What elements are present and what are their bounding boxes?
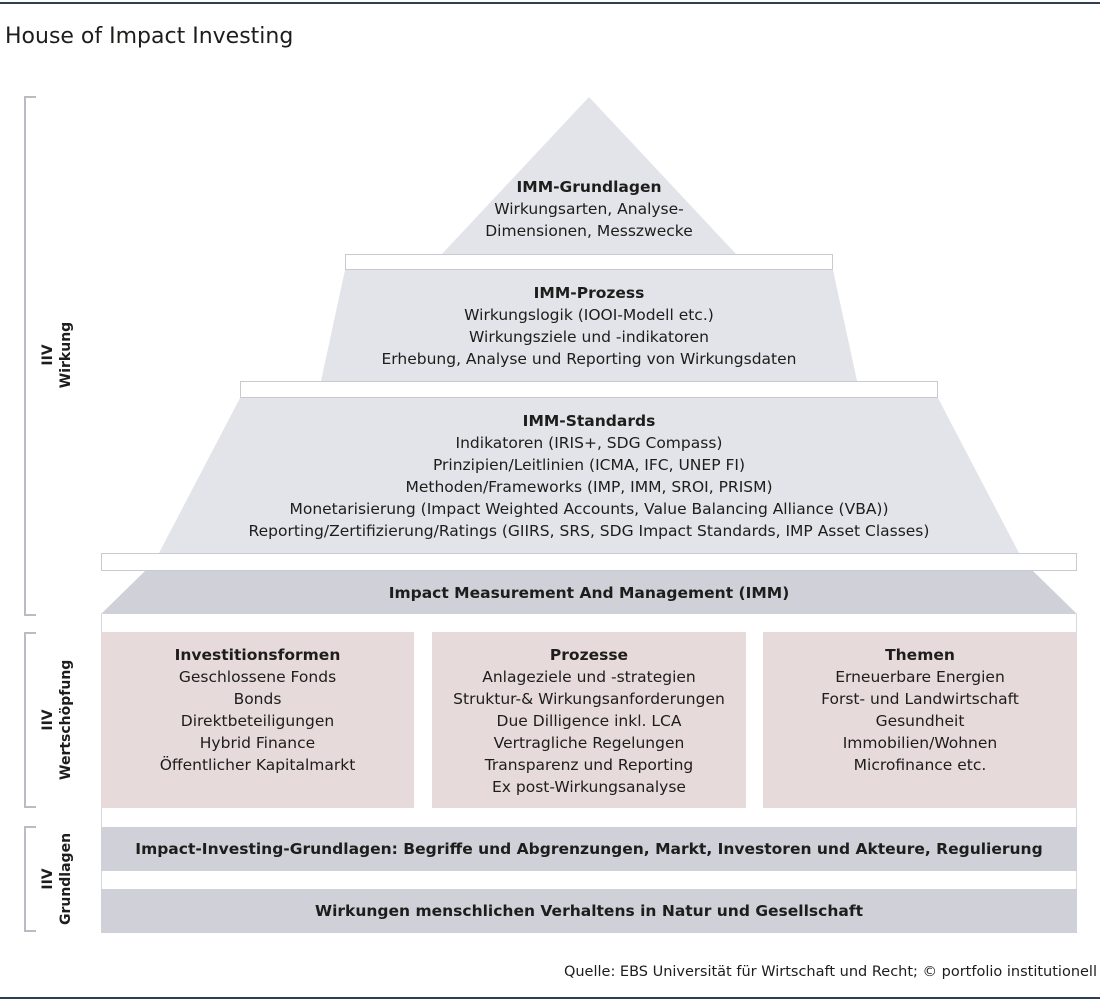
pyramid-middle-line: Wirkungslogik (IOOI-Modell etc.)	[464, 306, 714, 324]
pyramid-top-line: Dimensionen, Messzwecke	[485, 222, 693, 240]
foundation-band-wirkungen: Wirkungen menschlichen Verhaltens in Nat…	[101, 889, 1077, 933]
pyramid-middle-text: IMM-Prozess Wirkungslogik (IOOI-Modell e…	[321, 282, 857, 370]
pillar-item: Anlageziele und -strategien	[482, 668, 696, 686]
pyramid-top-triangle	[441, 97, 737, 255]
pillar-item: Gesundheit	[875, 712, 965, 730]
pillar-item: Due Dilligence inkl. LCA	[496, 712, 682, 730]
pyramid-shelf-1	[345, 254, 833, 270]
pillar-item: Öffentlicher Kapitalmarkt	[159, 756, 356, 774]
pyramid-bottom-trapezoid	[159, 398, 1019, 553]
pillar-item: Microfinance etc.	[853, 756, 987, 774]
pyramid-top-heading: IMM-Grundlagen	[516, 178, 662, 196]
side-label-grundlagen: IIV Grundlagen	[40, 832, 74, 926]
pillar-item: Ex post-Wirkungsanalyse	[492, 778, 686, 796]
pyramid-top-line: Wirkungsarten, Analyse-	[494, 200, 684, 218]
pillar-item: Forst- und Landwirtschaft	[821, 690, 1019, 708]
pillar-item: Struktur-& Wirkungsanforderungen	[453, 690, 725, 708]
pillar-item: Bonds	[233, 690, 282, 708]
pyramid-bottom-line: Prinzipien/Leitlinien (ICMA, IFC, UNEP F…	[432, 456, 746, 474]
roof-label: Impact Measurement And Management (IMM)	[388, 584, 790, 602]
pillar-item: Vertragliche Regelungen	[493, 734, 685, 752]
source-note: Quelle: EBS Universität für Wirtschaft u…	[563, 964, 1097, 980]
pyramid-shape	[101, 97, 1077, 614]
pillar-item: Erneuerbare Energien	[835, 668, 1005, 686]
bracket-wirkung	[24, 96, 36, 616]
pyramid-top-text: IMM-Grundlagen Wirkungsarten, Analyse- D…	[440, 176, 738, 242]
pyramid-shelf-2	[240, 381, 938, 398]
foundation-band-grundlagen: Impact-Investing-Grundlagen: Begriffe un…	[101, 827, 1077, 871]
pillar-prozesse: Prozesse Anlageziele und -strategien Str…	[432, 632, 746, 808]
pyramid-bottom-text: IMM-Standards Indikatoren (IRIS+, SDG Co…	[159, 410, 1019, 542]
bottom-rule	[0, 997, 1100, 999]
pyramid-bottom-line: Indikatoren (IRIS+, SDG Compass)	[455, 434, 723, 452]
pillar-item: Immobilien/Wohnen	[842, 734, 998, 752]
pillar-heading: Prozesse	[549, 646, 629, 664]
pillar-heading: Investitionsformen	[174, 646, 341, 664]
pillar-item: Transparenz und Reporting	[484, 756, 694, 774]
pyramid-bottom-line: Reporting/Zertifizierung/Ratings (GIIRS,…	[248, 522, 930, 540]
pyramid-middle-line: Erhebung, Analyse und Reporting von Wirk…	[381, 350, 797, 368]
roof-band-shape	[101, 571, 1077, 614]
pyramid-bottom-heading: IMM-Standards	[522, 412, 656, 430]
top-rule	[0, 2, 1100, 4]
pillar-heading: Themen	[885, 646, 955, 664]
pillar-item: Hybrid Finance	[199, 734, 316, 752]
pyramid-shelf-3	[101, 553, 1077, 571]
side-label-wertschoepfung: IIV Wertschöpfung	[40, 659, 74, 780]
pillar-themen: Themen Erneuerbare Energien Forst- und L…	[763, 632, 1077, 808]
pyramid-middle-line: Wirkungsziele und -indikatoren	[469, 328, 709, 346]
bracket-grundlagen	[24, 826, 36, 932]
pyramid-middle-heading: IMM-Prozess	[533, 284, 645, 302]
pillar-investitionsformen: Investitionsformen Geschlossene Fonds Bo…	[101, 632, 414, 808]
pillar-item: Geschlossene Fonds	[178, 668, 337, 686]
pyramid-middle-trapezoid	[321, 270, 857, 381]
pillar-item: Direktbeteiligungen	[180, 712, 335, 730]
pyramid-bottom-line: Monetarisierung (Impact Weighted Account…	[289, 500, 889, 518]
page-title: House of Impact Investing	[5, 24, 294, 49]
pyramid-bottom-line: Methoden/Frameworks (IMP, IMM, SROI, PRI…	[405, 478, 773, 496]
bracket-wertschoepfung	[24, 632, 36, 808]
